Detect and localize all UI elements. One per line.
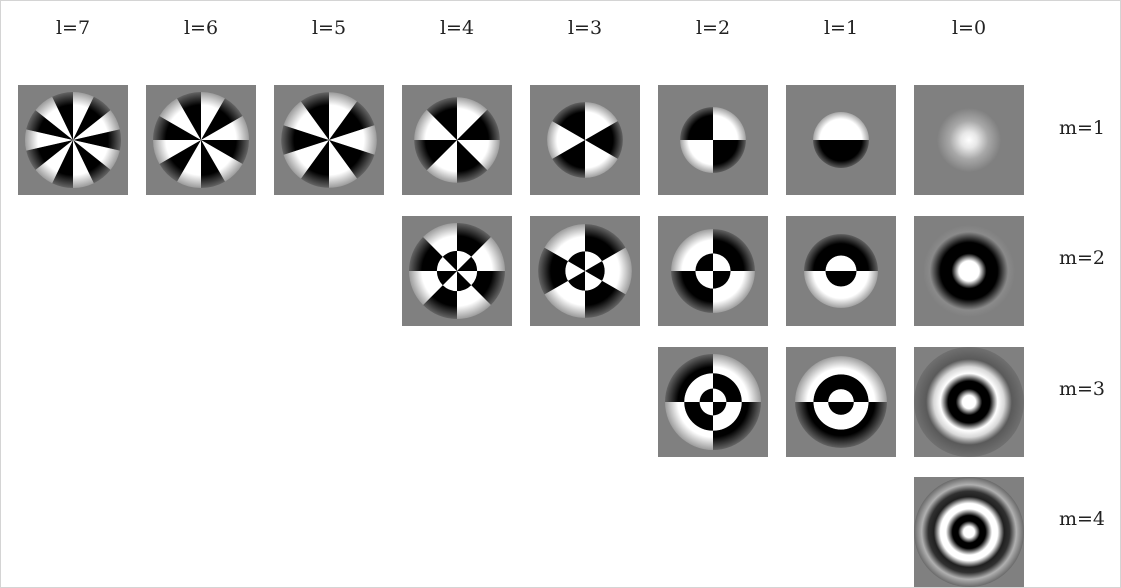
row-label-m3: m=3 [1059, 378, 1121, 400]
mode-pattern-svg [914, 85, 1024, 195]
mode-pattern-l1-m2 [786, 216, 896, 326]
mode-pattern-l3-m2 [530, 216, 640, 326]
column-label-l2: l=2 [658, 17, 768, 39]
mode-pattern-svg [18, 85, 128, 195]
mode-pattern-l0-m2 [914, 216, 1024, 326]
mode-pattern-l2-m1 [658, 85, 768, 195]
mode-pattern-svg [530, 85, 640, 195]
mode-pattern-svg [786, 347, 896, 457]
mode-pattern-svg [146, 85, 256, 195]
mode-pattern-svg [402, 216, 512, 326]
mode-pattern-l1-m1 [786, 85, 896, 195]
column-label-l0: l=0 [914, 17, 1024, 39]
mode-pattern-l2-m2 [658, 216, 768, 326]
row-label-m1: m=1 [1059, 117, 1121, 139]
mode-pattern-l5-m1 [274, 85, 384, 195]
mode-pattern-l3-m1 [530, 85, 640, 195]
mode-pattern-svg [786, 216, 896, 326]
mode-pattern-svg [658, 216, 768, 326]
mode-pattern-l0-m3 [914, 347, 1024, 457]
column-label-l4: l=4 [402, 17, 512, 39]
mode-pattern-svg [530, 216, 640, 326]
mode-pattern-l6-m1 [146, 85, 256, 195]
mode-pattern-l0-m1 [914, 85, 1024, 195]
mode-pattern-svg [914, 216, 1024, 326]
column-label-l7: l=7 [18, 17, 128, 39]
column-label-l1: l=1 [786, 17, 896, 39]
mode-pattern-svg [914, 347, 1024, 457]
mode-pattern-l2-m3 [658, 347, 768, 457]
column-label-l6: l=6 [146, 17, 256, 39]
mode-pattern-l4-m1 [402, 85, 512, 195]
row-label-m2: m=2 [1059, 247, 1121, 269]
row-label-m4: m=4 [1059, 508, 1121, 530]
mode-pattern-svg [658, 347, 768, 457]
mode-pattern-svg [914, 477, 1024, 587]
mode-pattern-svg [786, 85, 896, 195]
mode-pattern-svg [658, 85, 768, 195]
mode-pattern-svg [274, 85, 384, 195]
column-label-l5: l=5 [274, 17, 384, 39]
mode-pattern-l4-m2 [402, 216, 512, 326]
mode-pattern-svg [402, 85, 512, 195]
mode-pattern-l0-m4 [914, 477, 1024, 587]
column-label-l3: l=3 [530, 17, 640, 39]
mode-pattern-l1-m3 [786, 347, 896, 457]
mode-pattern-l7-m1 [18, 85, 128, 195]
